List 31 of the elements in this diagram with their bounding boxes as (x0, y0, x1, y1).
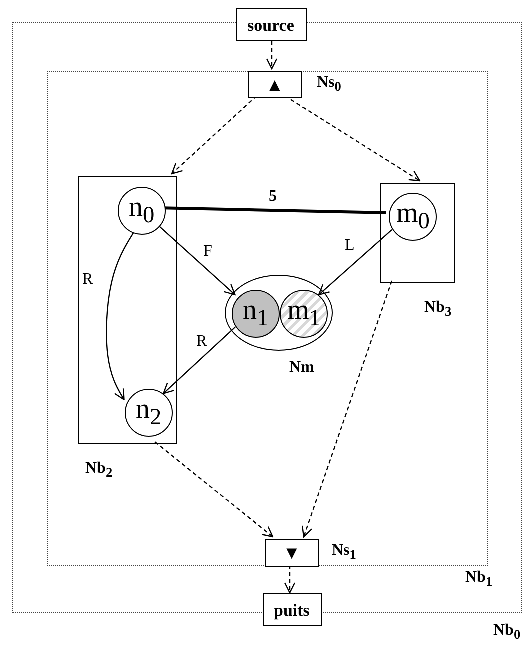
state-circle (389, 193, 437, 241)
node-label: n$_{2}$ (136, 396, 162, 430)
group-label: Ns$_{1}$ (332, 542, 356, 562)
group-label: Nb$_{2}$ (86, 460, 113, 480)
state-circle (280, 290, 328, 338)
group-label: Nm (290, 360, 314, 376)
group-label: Nb$_{0}$ (494, 622, 521, 642)
arrow (284, 565, 296, 594)
group-label: Ns$_{0}$ (317, 74, 342, 94)
arrow (266, 41, 278, 70)
arrow (171, 96, 258, 175)
state-circle (232, 290, 280, 338)
state-circle (125, 389, 173, 437)
process-box (263, 593, 322, 626)
process-box (236, 8, 307, 41)
arrow (106, 231, 136, 400)
state-circle (118, 187, 166, 235)
group-label: Nb$_{3}$ (424, 300, 452, 318)
node-label: m$_{1}$ (288, 297, 321, 331)
node-label: n$_{1}$ (243, 297, 269, 331)
arrow (154, 442, 274, 538)
node-label: puits (274, 602, 310, 618)
arrow (163, 326, 236, 394)
arrow (302, 280, 393, 538)
node-label: m$_{0}$ (396, 200, 430, 234)
triangle-symbol: ▼ (283, 544, 301, 562)
arrow (318, 230, 392, 296)
node-label: n$_{0}$ (129, 194, 155, 228)
node-label: source (248, 16, 294, 34)
triangle-symbol: ▲ (266, 76, 284, 94)
group-label: Nb$_{1}$ (466, 570, 493, 588)
